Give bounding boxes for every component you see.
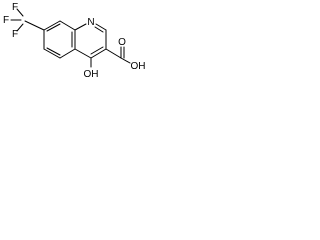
bond-carboxyl-hydroxyl [120, 57, 131, 64]
benzene-ring [43, 20, 76, 59]
bond-ring1-b [59, 20, 76, 31]
bond-ring2-d [90, 48, 107, 59]
atom-label-acid-hydroxyl: OH [131, 61, 146, 72]
bond-f-top [16, 8, 24, 17]
bond-ring1-e [43, 48, 61, 59]
atom-label-f-top: F [12, 2, 18, 13]
bond-c3-carboxyl [105, 48, 122, 59]
atom-label-acid-oxygen: O [118, 37, 126, 48]
substituent-bonds [90, 46, 131, 68]
bond-ring1-a-inner [46, 23, 61, 32]
bond-ring1-d [59, 48, 76, 59]
bond-ring1-a [43, 20, 61, 31]
atom-label-f-bottom: F [12, 29, 18, 40]
atom-label-hydroxyl: OH [84, 69, 99, 80]
atom-labels: F F F N OH O OH [3, 2, 146, 80]
atom-label-f-left: F [3, 15, 9, 26]
bond-ring2-e [74, 48, 92, 59]
bond-ring2-b [95, 23, 107, 31]
bond-ring1-e-inner [46, 47, 61, 56]
bond-cf3-ring [24, 20, 45, 31]
pyridine-ring [74, 23, 107, 59]
bond-f-bottom [16, 23, 24, 32]
bond-ring2-d-inner [90, 46, 104, 55]
trifluoromethyl-bonds [10, 8, 45, 32]
quinoline-structure-diagram: F F F N OH O OH [3, 2, 146, 80]
bond-ring2-a [74, 23, 87, 31]
atom-label-ring-nitrogen: N [87, 17, 94, 28]
bond-ring2-b-inner [94, 26, 104, 33]
